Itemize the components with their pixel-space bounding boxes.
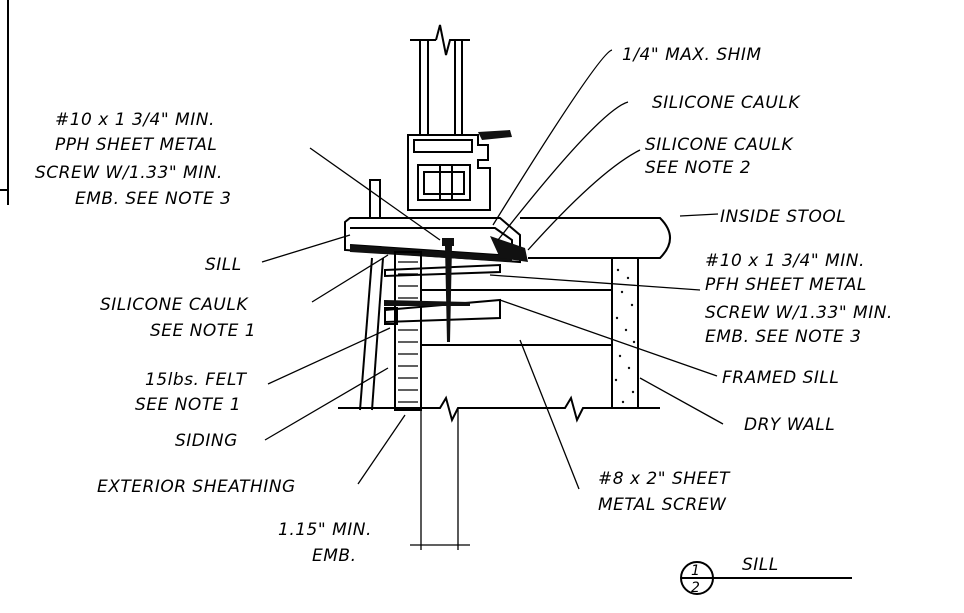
label-dry-wall: DRY WALL [744,415,835,435]
leader-lines [261,49,724,490]
label-sill: SILL [205,255,242,275]
label-pph-screw-line2: PPH SHEET METAL [55,135,217,155]
detail-number: 1 [691,563,700,579]
label-sheet-metal-screw-line2: METAL SCREW [598,495,727,515]
label-pfh-screw-line3: SCREW W/1.33" MIN. [705,303,893,323]
label-silicone-caulk-top: SILICONE CAULK [652,93,801,113]
label-pph-screw-line1: #10 x 1 3/4" MIN. [55,110,215,130]
label-shim: 1/4" MAX. SHIM [622,45,762,65]
label-exterior-sheathing: EXTERIOR SHEATHING [97,477,296,497]
label-felt-line2: SEE NOTE 1 [135,395,241,415]
label-inside-stool: INSIDE STOOL [720,207,846,227]
label-embedment-line2: EMB. [312,546,356,566]
inside-stool [520,217,671,259]
window-sash-profile [369,130,512,219]
label-silicone-caulk-note1-line2: SEE NOTE 1 [150,321,256,341]
pph-screw [442,238,454,342]
label-silicone-caulk-note2-line1: SILICONE CAULK [645,135,794,155]
label-sheet-metal-screw-line1: #8 x 2" SHEET [598,469,731,489]
sheet-metal-screw [384,300,470,306]
embedment-dimension [410,408,470,550]
left-border-fragment [0,0,9,205]
label-embedment-line1: 1.15" MIN. [278,520,372,540]
framed-sill [421,289,612,346]
label-silicone-caulk-note2-line2: SEE NOTE 2 [645,158,751,178]
label-pfh-screw-line2: PFH SHEET METAL [705,275,867,295]
floor-line [338,395,660,423]
label-pph-screw-line4: EMB. SEE NOTE 3 [75,189,232,209]
label-pfh-screw-line4: EMB. SEE NOTE 3 [705,327,862,347]
window-frame-upper [410,24,470,135]
label-silicone-caulk-note1-line1: SILICONE CAULK [100,295,249,315]
label-pph-screw-line3: SCREW W/1.33" MIN. [35,163,223,183]
detail-sheet: 2 [691,580,700,596]
label-felt-line1: 15lbs. FELT [145,370,248,390]
label-pfh-screw-line1: #10 x 1 3/4" MIN. [705,251,865,271]
dry-wall [611,257,639,409]
label-siding: SIDING [175,431,238,451]
sill-extrusion [344,217,528,264]
detail-title: SILL [742,555,779,575]
label-framed-sill: FRAMED SILL [722,368,839,388]
detail-tag: 1 2 SILL [680,555,852,596]
